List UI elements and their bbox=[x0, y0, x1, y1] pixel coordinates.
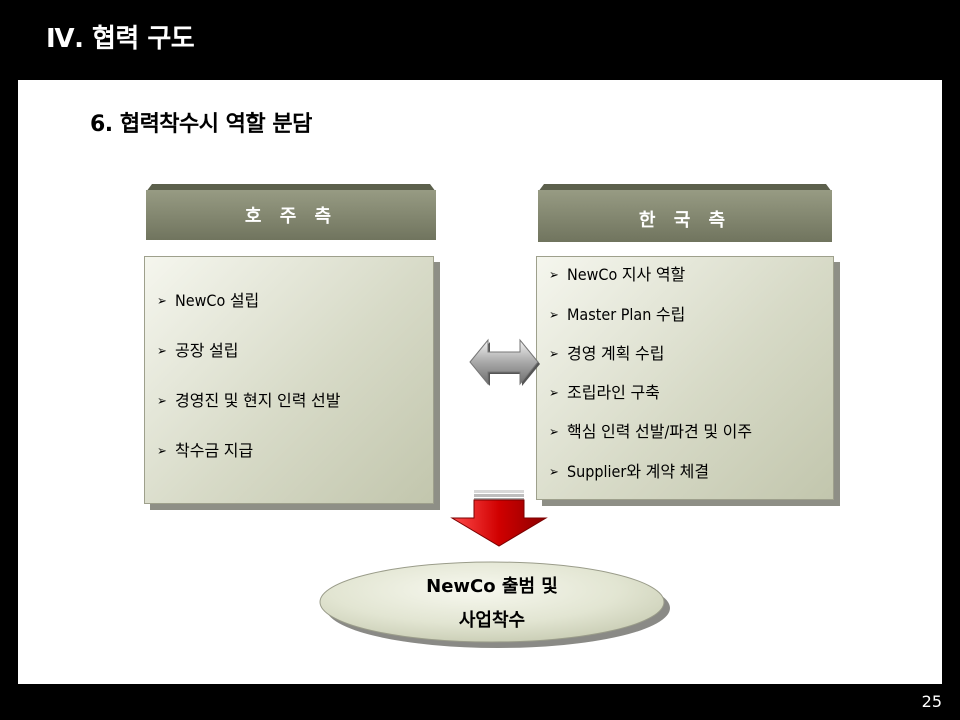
list-item: ➢NewCo 지사 역할 bbox=[549, 265, 686, 284]
down-arrow-icon bbox=[442, 490, 554, 554]
title-bar: Ⅳ. 협력 구도 bbox=[0, 0, 960, 80]
section-subtitle: 6. 협력착수시 역할 분담 bbox=[90, 112, 312, 137]
arrow-bullet-icon: ➢ bbox=[549, 308, 559, 323]
list-item: ➢Master Plan 수립 bbox=[549, 305, 686, 324]
arrow-bullet-icon: ➢ bbox=[157, 294, 167, 309]
arrow-bullet-icon: ➢ bbox=[549, 465, 559, 480]
list-item: ➢경영진 및 현지 인력 선발 bbox=[157, 391, 341, 410]
arrow-bullet-icon: ➢ bbox=[549, 425, 559, 440]
arrow-bullet-icon: ➢ bbox=[157, 344, 167, 359]
list-item: ➢NewCo 설립 bbox=[157, 291, 260, 310]
result-line-2: 사업착수 bbox=[458, 610, 526, 631]
australia-role-panel: ➢NewCo 설립 ➢공장 설립 ➢경영진 및 현지 인력 선발 ➢착수금 지급 bbox=[144, 256, 434, 504]
page-number: 25 bbox=[921, 692, 942, 711]
korea-header-label: 한 국 측 bbox=[638, 210, 732, 231]
korea-header-box-shape bbox=[538, 184, 832, 242]
list-item: ➢조립라인 구축 bbox=[549, 383, 660, 402]
list-item: ➢경영 계획 수립 bbox=[549, 344, 665, 363]
arrow-bullet-icon: ➢ bbox=[549, 268, 559, 283]
korea-role-panel: ➢NewCo 지사 역할 ➢Master Plan 수립 ➢경영 계획 수립 ➢… bbox=[536, 256, 834, 500]
arrow-bullet-icon: ➢ bbox=[157, 394, 167, 409]
arrow-bullet-icon: ➢ bbox=[157, 444, 167, 459]
list-item: ➢착수금 지급 bbox=[157, 441, 254, 460]
australia-header-box-shape bbox=[146, 184, 436, 240]
list-item: ➢공장 설립 bbox=[157, 341, 239, 360]
result-ellipse: NewCo 출범 및 사업착수 bbox=[318, 558, 678, 654]
list-item: ➢Supplier와 계약 체결 bbox=[549, 462, 710, 481]
result-line-1: NewCo 출범 및 bbox=[426, 576, 558, 597]
double-arrow-icon bbox=[466, 336, 542, 392]
slide-canvas: 6. 협력착수시 역할 분담 호 주 측 bbox=[18, 80, 942, 684]
slide-title: Ⅳ. 협력 구도 bbox=[46, 24, 195, 54]
arrow-bullet-icon: ➢ bbox=[549, 386, 559, 401]
list-item: ➢핵심 인력 선발/파견 및 이주 bbox=[549, 422, 753, 441]
korea-side-header: 한 국 측 bbox=[538, 180, 832, 244]
ellipse-shape bbox=[319, 561, 670, 648]
australia-header-label: 호 주 측 bbox=[244, 206, 338, 227]
australia-side-header: 호 주 측 bbox=[146, 178, 436, 244]
arrow-bullet-icon: ➢ bbox=[549, 347, 559, 362]
